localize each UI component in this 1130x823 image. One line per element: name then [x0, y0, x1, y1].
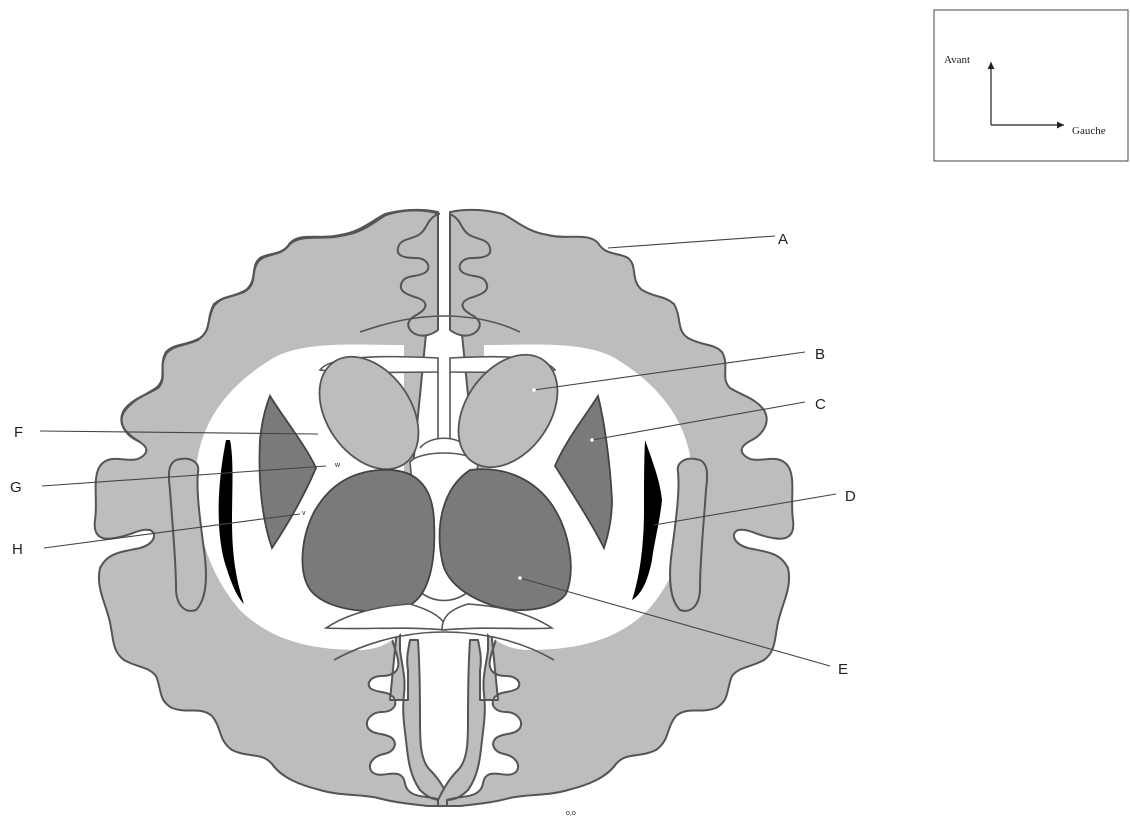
label-A: A — [778, 231, 788, 248]
label-G: G — [10, 479, 22, 496]
pointer-dot-E — [518, 576, 522, 580]
mark-oo: o,o — [566, 810, 576, 817]
label-F: F — [14, 424, 23, 441]
front-direction-label: Avant — [944, 54, 970, 66]
label-D: D — [845, 488, 856, 505]
pointer-dot-B — [532, 388, 536, 392]
mark-w: w — [334, 462, 341, 469]
label-B: B — [815, 346, 825, 363]
label-E: E — [838, 661, 848, 678]
label-H: H — [12, 541, 23, 558]
mark-v: v — [302, 510, 306, 517]
orientation-box: Avant Gauche — [934, 10, 1128, 161]
label-C: C — [815, 396, 826, 413]
left-direction-label: Gauche — [1072, 125, 1106, 137]
pointer-dot-C — [590, 438, 594, 442]
leader-line-A — [608, 236, 775, 248]
